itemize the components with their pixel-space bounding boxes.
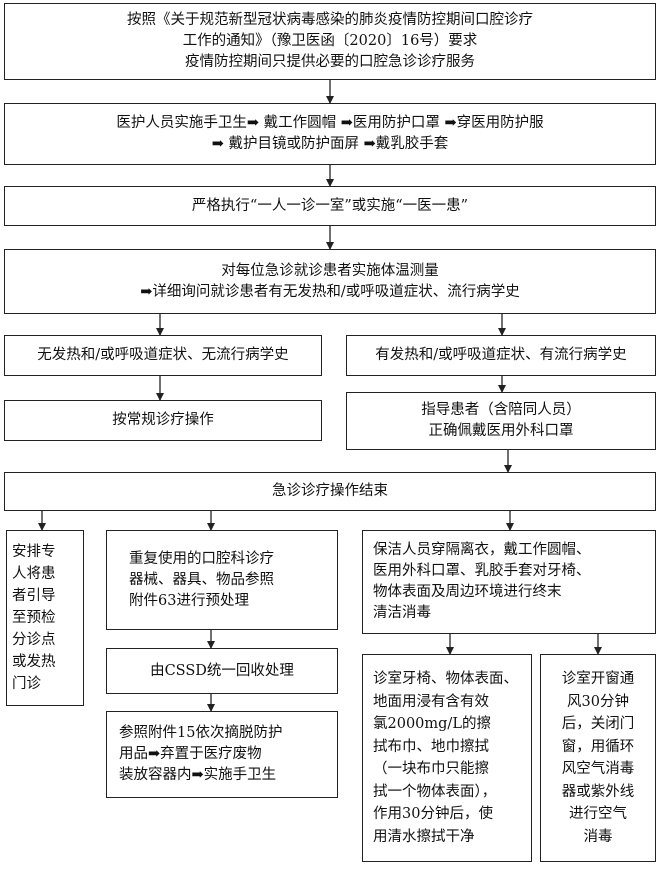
text-line: 分诊点 (12, 632, 56, 648)
node-no-fever: 无发热和/或呼吸道症状、无流行病学史 (4, 335, 322, 376)
text-line: 拭一个物体表面）， (373, 783, 497, 800)
text-line: 指导患者（含陪同人员） (421, 402, 581, 418)
text-line: 或发热 (12, 654, 56, 670)
node-air-disinfection: 诊室开窗通风30分钟后，关闭门窗，用循环风空气消毒器或紫外线进行空气消毒 (540, 654, 656, 862)
node-has-fever: 有发热和/或呼吸道症状、有流行病学史 (346, 335, 656, 376)
text-line: 按照《关于规范新型冠状病毒感染的肺炎疫情防控期间口腔诊疗 (127, 12, 533, 28)
node-cssd-recovery: 由CSSD统一回收处理 (106, 648, 338, 694)
text-line: 人将患 (12, 566, 56, 582)
text-line: 急诊诊疗操作结束 (272, 483, 388, 499)
text-line: 地面用浸有含有效 (373, 693, 489, 710)
node-cleaner-disinfection: 保洁人员穿隔离衣，戴工作圆帽、医用外科口罩、乳胶手套对牙椅、物体表面及周边环境进… (362, 530, 656, 634)
text-line: 正确佩戴医用外科口罩 (428, 423, 574, 439)
text-line: 风空气消毒 (561, 761, 635, 777)
text-line: 诊室牙椅、物体表面、 (373, 671, 518, 687)
text-line: 无发热和/或呼吸道症状、无流行病学史 (37, 347, 289, 363)
text-line: 风30分钟 (567, 693, 629, 710)
node-instrument-pretreatment: 重复使用的口腔科诊疗器械、器具、物品参照附件63进行预处理 (106, 530, 338, 630)
text-line: 装放容器内➡实施手卫生 (119, 767, 277, 783)
text-line: 用清水擦拭干净 (373, 828, 475, 845)
text-line: 作用30分钟后，使 (373, 806, 493, 822)
text-line: 进行空气 (569, 806, 627, 822)
text-line: 器械、器具、物品参照 (129, 571, 274, 588)
node-guide-mask: 指导患者（含陪同人员） 正确佩戴医用外科口罩 (346, 392, 656, 450)
node-ppe-donning: 医护人员实施手卫生➡ 戴工作圆帽 ➡医用防护口罩 ➡穿医用防护服 ➡ 戴护目镜或防… (4, 103, 656, 165)
text-line: 保洁人员穿隔离衣，戴工作圆帽、 (373, 542, 591, 558)
text-line: 重复使用的口腔科诊疗 (129, 550, 274, 567)
node-ppe-doffing: 参照附件15依次摘脱防护用品➡弃置于医疗废物装放容器内➡实施手卫生 (106, 711, 338, 798)
text-line: 工作的通知》（豫卫医函〔2020〕16号）要求 (182, 33, 478, 49)
text-line: 者引导 (12, 588, 56, 604)
text-line: 附件63进行预处理 (129, 592, 249, 609)
node-one-patient-room: 严格执行“一人一诊一室”或实施“一医一患” (4, 186, 656, 226)
text-line: 按常规诊疗操作 (112, 412, 214, 428)
node-routine-treatment: 按常规诊疗操作 (4, 400, 322, 441)
text-line: 门诊 (12, 676, 41, 692)
node-guide-to-triage: 安排专人将患者引导至预检分诊点或发热门诊 (6, 530, 84, 706)
text-line: 物体表面及周边环境进行终末 (373, 584, 562, 600)
text-line: 用品➡弃置于医疗废物 (119, 746, 262, 762)
text-line: 器或紫外线 (561, 783, 635, 800)
text-line: 氯2000mg/L的擦 (373, 716, 491, 732)
text-line: 清洁消毒 (373, 605, 431, 621)
text-line: 诊室开窗通 (561, 671, 635, 687)
text-line: 后，关闭门 (561, 716, 635, 732)
text-line: 医护人员实施手卫生➡ 戴工作圆帽 ➡医用防护口罩 ➡穿医用防护服 (116, 115, 544, 131)
node-temperature-screening: 对每位急诊就诊患者实施体温测量 ➡详细询问就诊患者有无发热和/或呼吸道症状、流行病… (4, 249, 656, 314)
text-line: 至预检 (12, 610, 56, 626)
text-line: 疫情防控期间只提供必要的口腔急诊诊疗服务 (185, 54, 475, 70)
text-line: 参照附件15依次摘脱防护 (119, 725, 283, 741)
text-line: 拭布巾、地巾擦拭 (373, 738, 489, 755)
text-line: （一块布巾只能擦 (373, 761, 489, 777)
node-requirement: 按照《关于规范新型冠状病毒感染的肺炎疫情防控期间口腔诊疗工作的通知》（豫卫医函〔… (4, 3, 656, 80)
text-line: 安排专 (12, 544, 56, 560)
node-treatment-end: 急诊诊疗操作结束 (4, 472, 656, 511)
text-line: ➡详细询问就诊患者有无发热和/或呼吸道症状、流行病学史 (140, 283, 520, 300)
text-line: 由CSSD统一回收处理 (150, 662, 294, 679)
node-surface-disinfection: 诊室牙椅、物体表面、地面用浸有含有效氯2000mg/L的擦拭布巾、地巾擦拭 （一块… (362, 654, 532, 862)
text-line: 医用外科口罩、乳胶手套对牙椅、 (373, 563, 591, 579)
text-line: 对每位急诊就诊患者实施体温测量 (221, 262, 439, 279)
text-line: 消毒 (583, 828, 613, 845)
text-line: 严格执行“一人一诊一室”或实施“一医一患” (191, 197, 469, 214)
text-line: ➡ 戴护目镜或防护面屏 ➡戴乳胶手套 (211, 136, 449, 152)
text-line: 窗，用循环 (561, 738, 635, 755)
text-line: 有发热和/或呼吸道症状、有流行病学史 (375, 347, 627, 363)
